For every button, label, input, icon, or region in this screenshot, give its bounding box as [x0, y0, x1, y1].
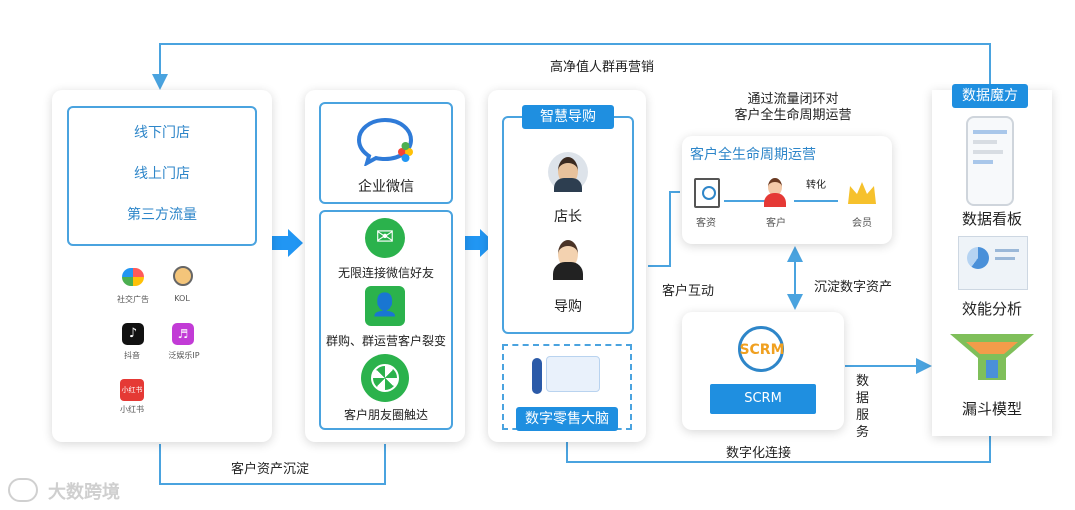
data-service-label: 数据服务 [856, 374, 870, 440]
top-loop-label: 高净值人群再营销 [550, 60, 655, 75]
channels-panel: 线下门店 线上门店 第三方流量 社交广告 KOL ♪ 抖音 ♬ 泛娱乐IP 小红… [52, 90, 272, 442]
scrm-logo-ring [738, 326, 784, 372]
smart-guide-tag: 智慧导购 [522, 105, 614, 129]
item-funnel-model: 漏斗模型 [961, 400, 1022, 418]
wecom-box: 企业微信 [319, 102, 453, 204]
bottom-left-label: 客户资产沉淀 [231, 462, 310, 477]
scrm-logo-text: SCRM [739, 342, 785, 358]
watermark-logo-icon [8, 478, 38, 502]
channel-offline-store: 线下门店 [134, 125, 190, 141]
feature-group-fission: 群购、群运营客户裂变 [325, 334, 446, 348]
efficiency-chart-icon [958, 236, 1028, 290]
step-member: 会员 [852, 218, 872, 229]
digital-link-label: 数字化连接 [726, 446, 792, 461]
digital-link-line [566, 418, 998, 463]
step-lead: 客资 [696, 218, 716, 229]
group-contacts-icon: 👤 [365, 286, 405, 326]
deposit-label: 沉淀数字资产 [814, 280, 893, 295]
data-magic-panel: 数据看板 效能分析 漏斗模型 [932, 90, 1052, 436]
wecom-title: 企业微信 [358, 179, 414, 195]
customer-person-icon [764, 178, 786, 208]
step-customer: 客户 [766, 218, 786, 229]
dashboard-illustration-icon [546, 356, 600, 392]
watermark-text: 大数跨境 [48, 482, 120, 503]
block-arrow-2 [464, 229, 495, 257]
data-magic-tag: 数据魔方 [952, 84, 1028, 108]
funnel-chart-icon [950, 334, 1034, 380]
smart-guide-box: 店长 导购 [502, 116, 634, 334]
wecom-features-box: ✉ 无限连接微信好友 👤 群购、群运营客户裂变 客户朋友圈触达 [319, 210, 453, 430]
wechat-icon: ✉ [365, 218, 405, 258]
role-store-manager: 店长 [554, 209, 582, 225]
platform-social-ads: 社交广告 [117, 295, 149, 304]
block-arrow-1 [272, 229, 303, 257]
interaction-label: 客户互动 [662, 284, 715, 299]
platform-douyin: 抖音 [124, 351, 140, 360]
kol-icon [173, 266, 193, 286]
item-efficiency-analysis: 效能分析 [961, 300, 1022, 318]
moments-icon [361, 354, 409, 402]
role-shopping-guide: 导购 [554, 299, 582, 315]
channel-third-party: 第三方流量 [127, 207, 197, 223]
store-manager-avatar [548, 152, 588, 192]
guide-to-lifecycle-line [648, 191, 680, 267]
lifecycle-title: 客户全生命周期运营 [690, 147, 816, 163]
platform-entertainment-ip: 泛娱乐IP [168, 351, 200, 360]
scrm-panel: SCRM SCRM [682, 312, 844, 430]
douyin-icon: ♪ [122, 323, 144, 345]
platform-kol: KOL [174, 294, 190, 303]
lead-document-icon [694, 178, 720, 208]
phone-dashboard-icon [966, 116, 1014, 206]
item-data-dashboard: 数据看板 [961, 210, 1022, 228]
lifecycle-panel: 客户全生命周期运营 客资 客户 转化 会员 [682, 136, 892, 244]
feature-moments-reach: 客户朋友圈触达 [343, 408, 428, 422]
lifecycle-heading: 通过流量闭环对 客户全生命周期运营 [734, 92, 852, 123]
wecom-logo-icon [356, 117, 414, 166]
channel-online-store: 线上门店 [134, 166, 190, 182]
bottom-left-bracket [159, 444, 386, 485]
shopping-guide-avatar [548, 238, 588, 282]
smart-guide-panel: 店长 导购 智慧导购 数字零售大脑 [488, 90, 646, 442]
entertainment-ip-icon: ♬ [172, 323, 194, 345]
feature-connect-friends: 无限连接微信好友 [337, 266, 434, 280]
social-ads-icon [122, 268, 144, 286]
channels-box: 线下门店 线上门店 第三方流量 [67, 106, 257, 246]
platform-xiaohongshu: 小红书 [120, 405, 144, 414]
top-loop-line [152, 43, 991, 90]
person-illustration-icon [532, 358, 542, 394]
scrm-button[interactable]: SCRM [710, 384, 816, 414]
member-crown-icon [848, 182, 876, 204]
wecom-panel: 企业微信 ✉ 无限连接微信好友 👤 群购、群运营客户裂变 客户朋友圈触达 [305, 90, 465, 442]
convert-label: 转化 [806, 180, 826, 191]
xiaohongshu-icon: 小红书 [120, 379, 144, 401]
digital-brain-tag: 数字零售大脑 [516, 407, 618, 431]
